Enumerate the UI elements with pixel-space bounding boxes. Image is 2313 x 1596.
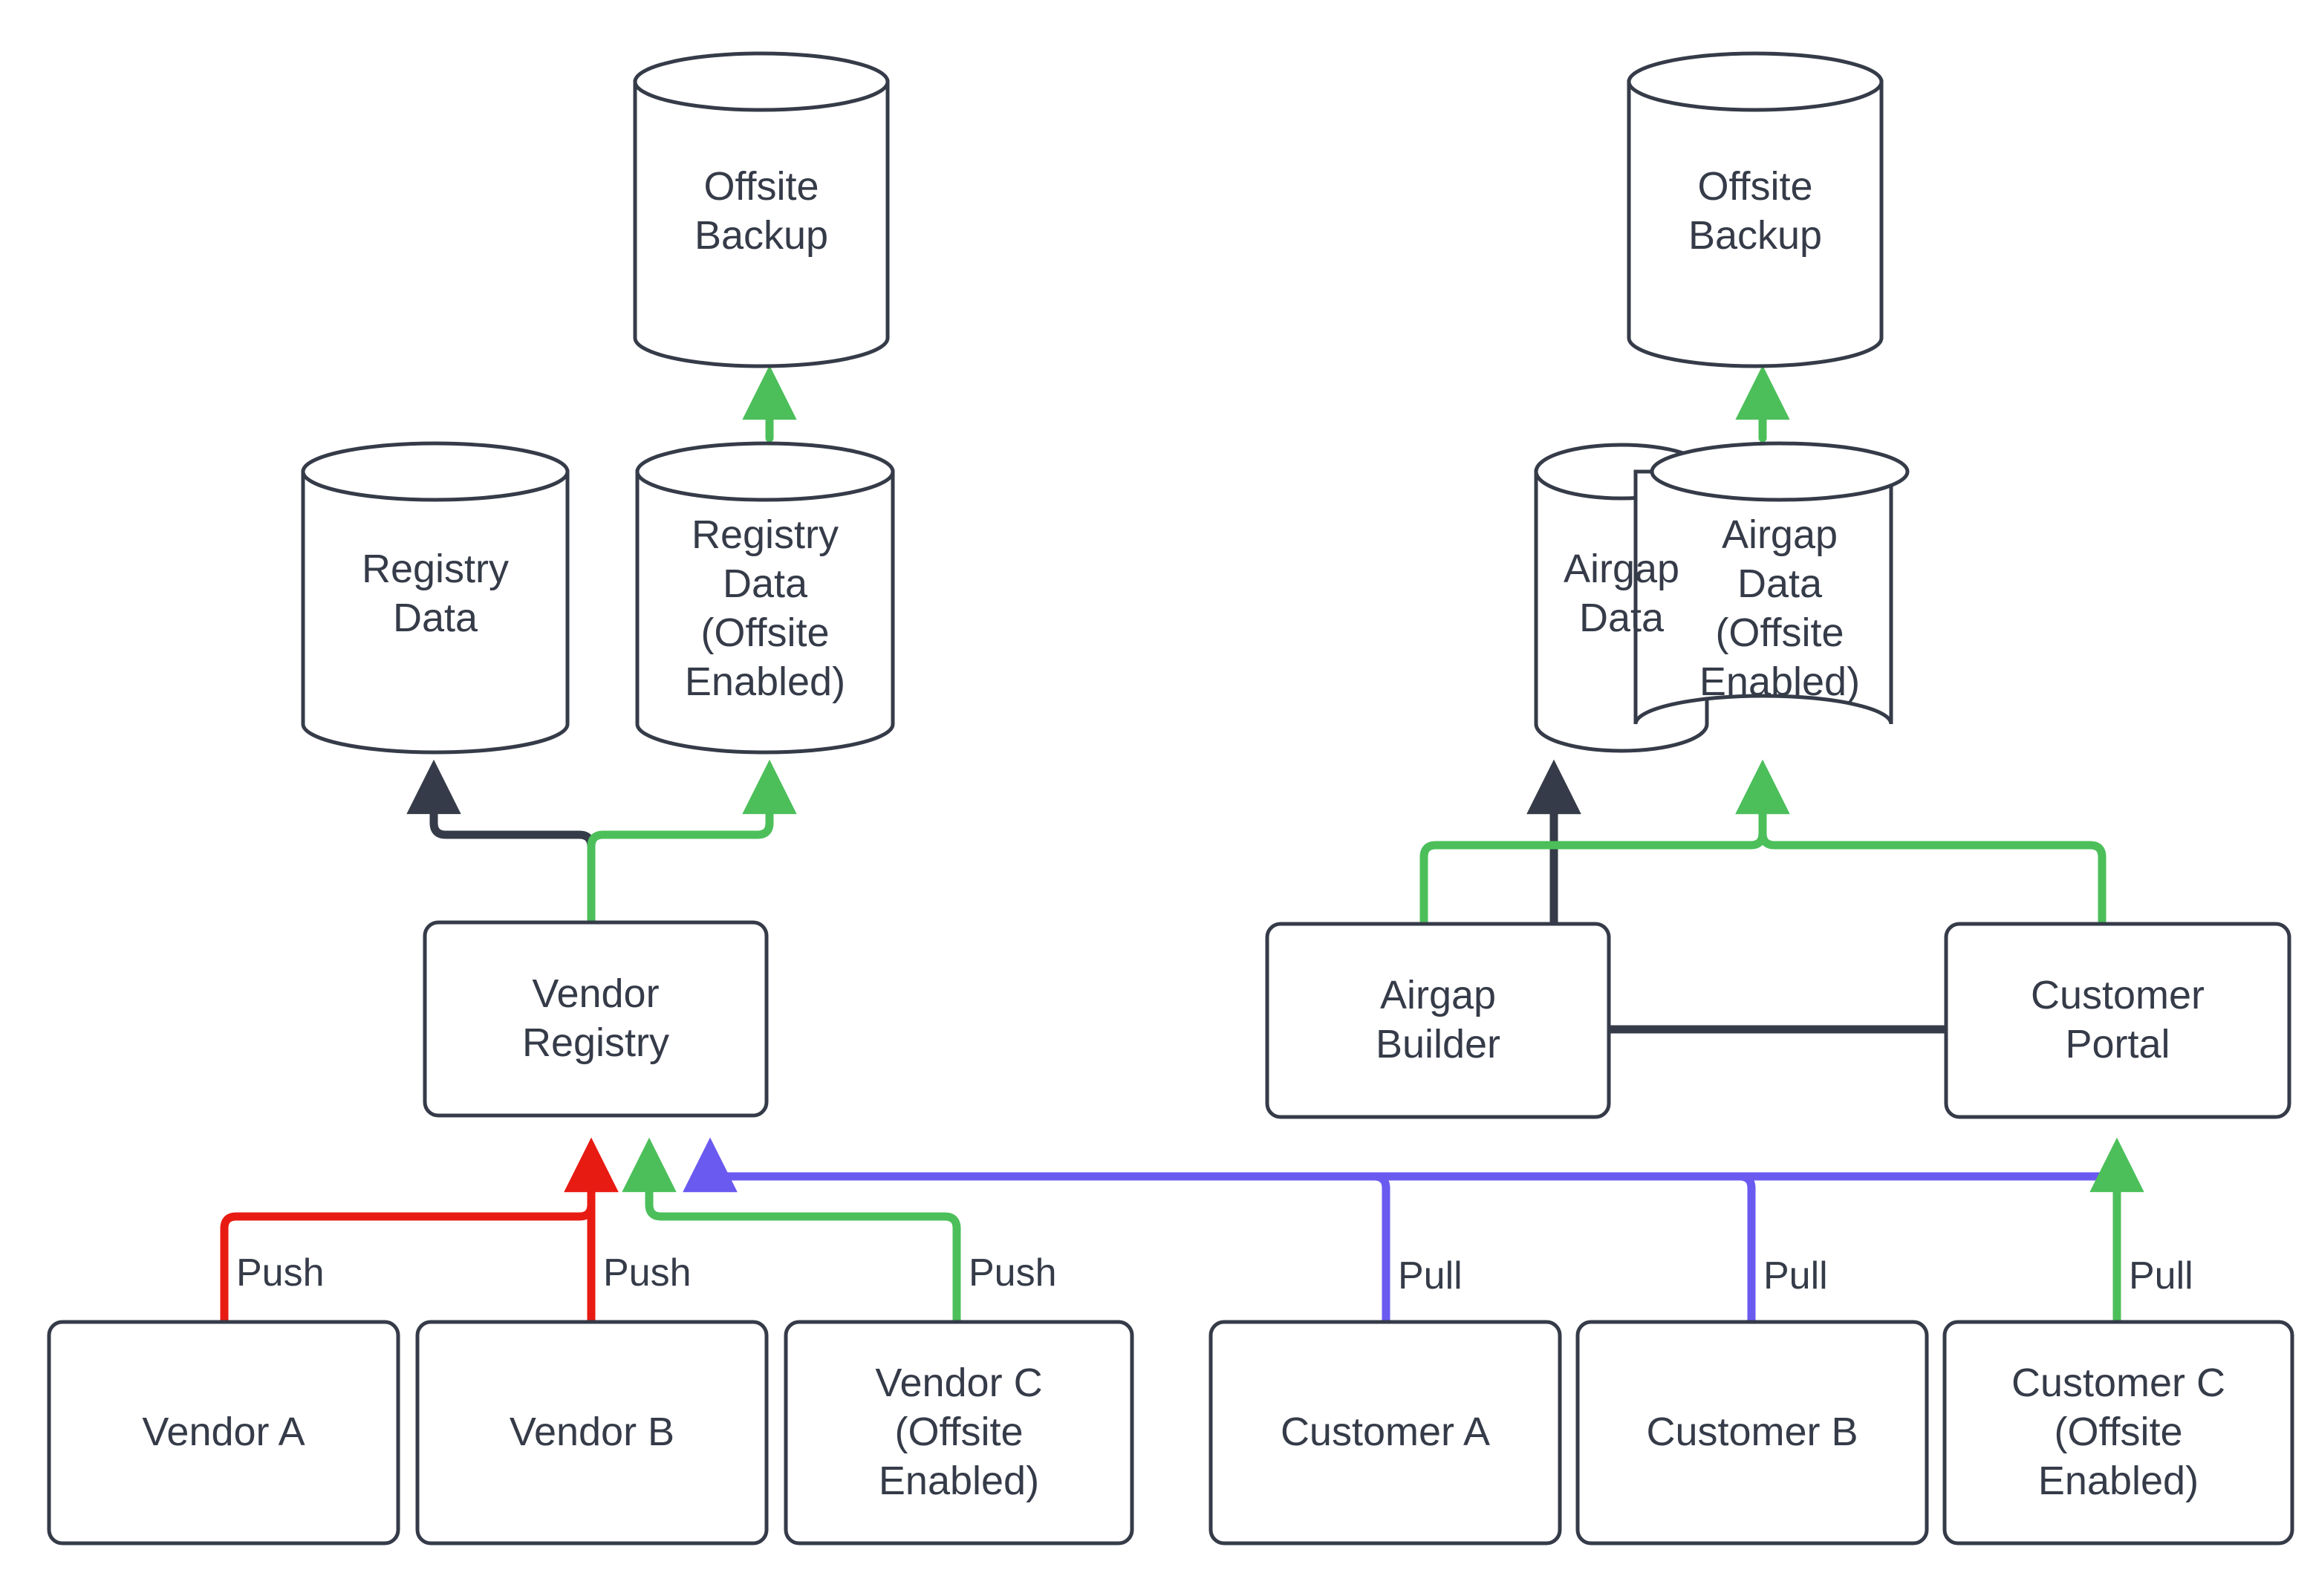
node-airgap-builder (1265, 922, 1611, 1119)
node-customer-b (1575, 1320, 1929, 1545)
node-offsite-backup-right (1627, 51, 1884, 368)
node-customer-portal (1944, 922, 2291, 1119)
node-vendor-b (415, 1320, 769, 1545)
edge-label-vendor-b-push: Push (599, 1254, 696, 1292)
edge-customer-portal-airgap-data-offsite (1735, 759, 2107, 925)
node-vendor-c (784, 1320, 1134, 1545)
edge-vendor-registry-registry-data-offsite (587, 759, 797, 924)
node-registry-data (301, 441, 570, 755)
edge-label-customer-b-pull: Pull (1759, 1257, 1832, 1295)
edge-label-vendor-c-push: Push (964, 1254, 1061, 1292)
edge-label-vendor-a-push: Push (232, 1254, 329, 1292)
edge-vendor-a-push (220, 1137, 619, 1325)
edge-vendor-registry-registry-data (406, 759, 596, 924)
node-offsite-backup-left (633, 51, 890, 368)
node-vendor-registry (423, 920, 769, 1118)
node-registry-data-offsite (635, 441, 895, 755)
edge-vendor-c-push (622, 1137, 961, 1325)
edge-airgap-builder-airgap-data-offsite (1419, 759, 1790, 925)
node-airgap-data-offsite (1633, 441, 1910, 725)
edge-label-customer-a-pull: Pull (1393, 1257, 1467, 1295)
edge-customer-portal-airgap-data (1526, 759, 1952, 1034)
node-customer-a (1208, 1320, 1562, 1545)
edge-purple-trunk (718, 1172, 2121, 1188)
node-vendor-a (47, 1320, 400, 1545)
edge-label-customer-c-pull: Pull (2124, 1257, 2198, 1295)
node-customer-c (1942, 1320, 2294, 1545)
